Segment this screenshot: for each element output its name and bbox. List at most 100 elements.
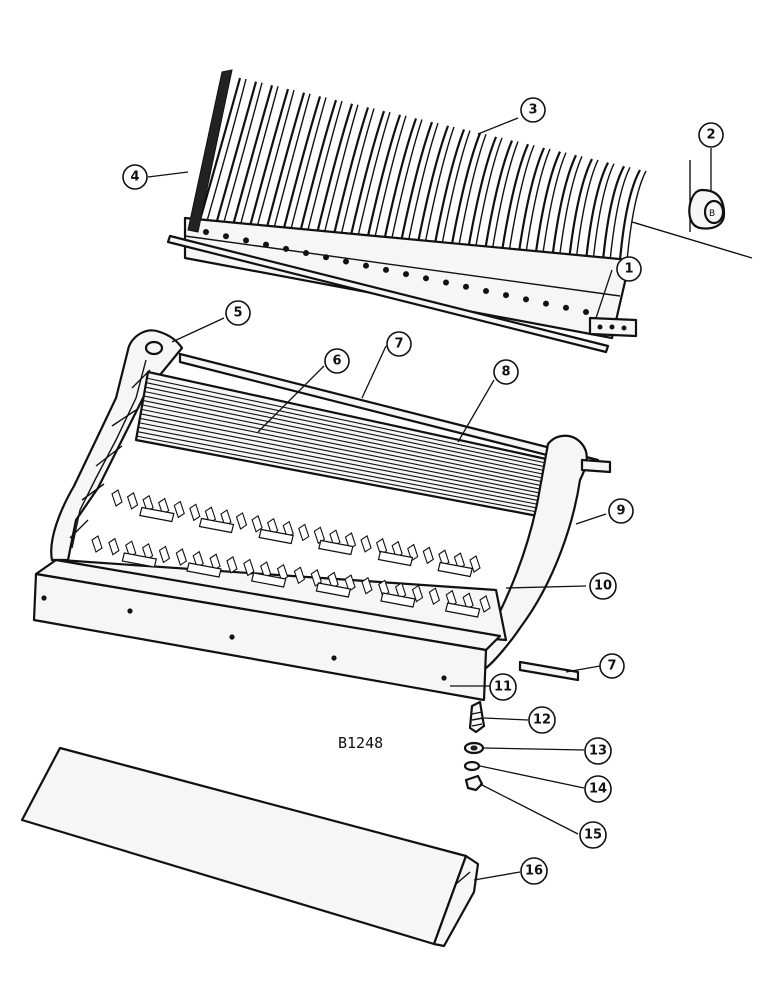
grate-hole: [483, 287, 489, 294]
concave-frame: [32, 329, 612, 702]
tooth: [361, 576, 373, 595]
corrugation-line: [139, 413, 553, 497]
grate-finger-edge: [407, 122, 439, 241]
callout-12: 12: [528, 706, 556, 734]
grate-holes: [203, 229, 589, 315]
tooth: [192, 550, 204, 569]
grate-hole: [323, 254, 329, 261]
grate-finger-edge: [508, 144, 535, 250]
grate-hole: [423, 275, 429, 282]
leader-lines: [147, 117, 712, 881]
grate-hole: [443, 279, 449, 286]
grate-finger-edge: [525, 148, 551, 252]
grate-finger: [198, 77, 242, 221]
grate-finger-edge: [626, 170, 647, 262]
grate-finger-edge: [575, 159, 599, 257]
grate-hole: [343, 258, 349, 265]
svg-text:8: 8: [501, 365, 510, 380]
front-bar-holes: [41, 595, 447, 681]
tooth: [111, 489, 123, 507]
tooth: [298, 523, 310, 542]
corrugation-line: [145, 377, 561, 467]
tooth: [235, 512, 248, 530]
grate-finger-edge: [542, 152, 567, 254]
callout-10: 10: [589, 572, 617, 600]
grate-side-strip: [187, 69, 233, 233]
grate-finger-edge: [391, 119, 423, 239]
grate-rod: [166, 234, 610, 354]
grate-finger: [232, 85, 274, 224]
svg-text:4: 4: [130, 170, 139, 185]
svg-text:12: 12: [533, 713, 551, 728]
grate-hole: [383, 266, 389, 273]
grate-finger-edge: [323, 104, 359, 233]
mounting-bracket: [588, 316, 638, 338]
corrugation-line: [135, 435, 549, 515]
grate-finger-edge: [424, 126, 455, 242]
svg-text:6: 6: [332, 354, 341, 369]
grate-hole: [223, 233, 229, 240]
grate-finger-edge: [290, 97, 327, 230]
callout-1: 1: [616, 256, 642, 282]
svg-text:5: 5: [233, 306, 242, 321]
knob-part: B: [631, 160, 753, 259]
tooth: [158, 545, 171, 564]
corrugation-line: [143, 390, 558, 478]
callout-7-lower: 7: [599, 653, 625, 679]
svg-text:B: B: [709, 209, 715, 219]
grate-hole: [583, 309, 589, 315]
grate-finger: [383, 118, 418, 238]
tooth-bracket: [186, 562, 222, 578]
svg-text:1: 1: [624, 262, 633, 277]
tooth: [91, 535, 103, 553]
tooth: [422, 546, 434, 565]
callout-8: 8: [493, 359, 519, 385]
grate-hole: [543, 300, 549, 307]
tooth: [126, 492, 139, 510]
svg-text:11: 11: [494, 680, 512, 695]
bolt-12: [468, 700, 486, 734]
corrugation-line: [144, 386, 559, 474]
corrugation-line: [145, 381, 560, 471]
lower-shaft: [518, 660, 580, 682]
tooth-bracket: [250, 572, 287, 588]
tooth: [226, 556, 238, 574]
svg-text:15: 15: [584, 828, 602, 843]
nut-15: [464, 774, 484, 792]
grate-finger: [450, 132, 482, 245]
grate-finger: [501, 143, 530, 249]
callout-3: 3: [520, 97, 546, 123]
cover-16: [20, 746, 480, 948]
cover-end: [432, 854, 480, 948]
grate-finger: [434, 129, 466, 243]
grate-finger-edge: [559, 155, 583, 255]
cover-top: [20, 746, 468, 946]
tooth: [293, 566, 306, 585]
grate-hole: [403, 271, 409, 278]
grate-finger-edge: [239, 86, 279, 225]
tooth-bracket: [258, 528, 294, 545]
corrugation-line: [138, 417, 552, 500]
grate-finger: [215, 81, 258, 222]
grate-finger: [249, 88, 290, 226]
grate-finger: [585, 162, 609, 257]
bar-hole: [41, 595, 47, 601]
tooth: [189, 503, 201, 522]
grate-finger: [551, 154, 577, 254]
tooth: [173, 500, 185, 519]
grate-finger: [467, 136, 498, 246]
tooth: [175, 548, 188, 566]
callout-6: 6: [324, 348, 350, 374]
grate-fingers: [198, 77, 647, 262]
tooth-bracket: [318, 539, 354, 556]
tooth: [243, 558, 255, 577]
right-side-plate: [478, 434, 588, 670]
grate-finger: [484, 140, 514, 248]
tooth-bracket: [380, 592, 416, 608]
svg-text:14: 14: [589, 782, 607, 797]
grate-finger: [299, 99, 338, 230]
bar-hole: [229, 634, 235, 640]
grate-hole: [243, 237, 249, 244]
tooth-bracket: [121, 552, 158, 568]
